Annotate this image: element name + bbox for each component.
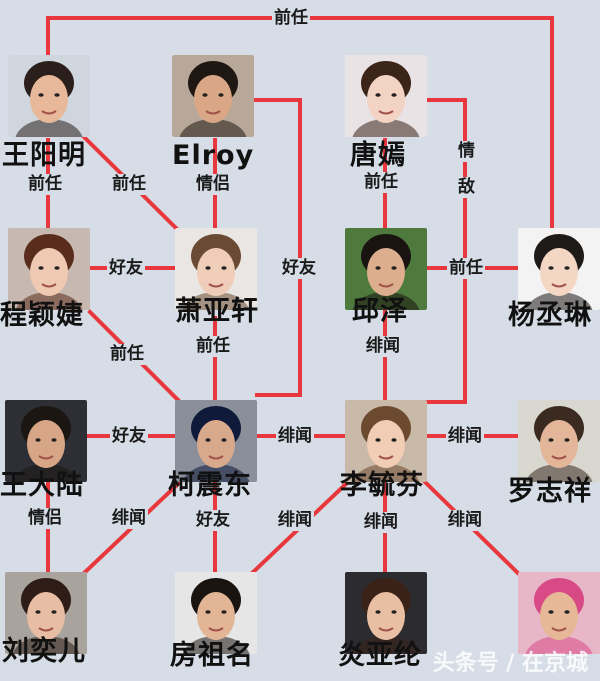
label-top-former: 前任 — [272, 8, 310, 29]
label-wym-xyx-former: 前任 — [110, 174, 148, 195]
line-ty-lyf — [426, 98, 467, 404]
portrait-icon — [175, 572, 257, 654]
photo-yang-chenglin — [518, 228, 600, 310]
photo-person-14 — [518, 572, 600, 654]
photo-liu-yier — [5, 572, 87, 654]
photo-qiu-ze — [345, 228, 427, 310]
portrait-icon — [5, 400, 87, 482]
label-wdl-kzd-friend: 好友 — [110, 426, 148, 447]
portrait-icon — [345, 228, 427, 310]
label-rival-1: 情 — [456, 141, 477, 162]
line-elroy-kzd — [250, 98, 302, 397]
label-kzd-lyf-rumor: 绯闻 — [276, 426, 314, 447]
name-luo-zhixiang: 罗志祥 — [508, 476, 592, 507]
portrait-icon — [345, 55, 427, 137]
name-wang-yangming: 王阳明 — [2, 140, 86, 171]
portrait-icon — [172, 55, 254, 137]
label-qz-lyf-rumor: 绯闻 — [364, 336, 402, 357]
watermark: 头条号 / 在京城 — [432, 651, 588, 676]
portrait-icon — [518, 228, 600, 310]
photo-cheng-yingjie — [8, 228, 90, 310]
name-xiao-yaxuan: 萧亚轩 — [175, 296, 259, 327]
label-lyf-lzx-rumor: 绯闻 — [446, 426, 484, 447]
label-elroy-kzd-friend: 好友 — [280, 258, 318, 279]
photo-xiao-yaxuan — [175, 228, 257, 310]
label-elroy-couple: 情侣 — [194, 174, 232, 195]
portrait-icon — [345, 572, 427, 654]
label-wdl-lye-couple: 情侣 — [26, 508, 64, 529]
photo-yan-yaluen — [345, 572, 427, 654]
portrait-icon — [175, 400, 257, 482]
name-fang-zuming: 房祖名 — [170, 640, 254, 671]
photo-li-yufen — [345, 400, 427, 482]
label-rival-2: 敌 — [456, 177, 477, 198]
name-wang-dalu: 王大陆 — [0, 470, 84, 501]
label-cyj-xyx-friend: 好友 — [107, 258, 145, 279]
photo-wang-dalu — [5, 400, 87, 482]
portrait-icon — [8, 228, 90, 310]
label-wym-former: 前任 — [26, 174, 64, 195]
photo-elroy — [172, 55, 254, 137]
portrait-icon — [175, 228, 257, 310]
label-lyf-fzm-rumor: 绯闻 — [276, 510, 314, 531]
label-tangyan-former: 前任 — [362, 172, 400, 193]
portrait-icon — [5, 572, 87, 654]
portrait-icon — [518, 400, 600, 482]
label-kzd-lye-rumor: 绯闻 — [110, 508, 148, 529]
name-yan-yaluen: 炎亚纶 — [338, 640, 422, 671]
name-ke-zhendong: 柯震东 — [168, 470, 252, 501]
portrait-icon — [8, 55, 90, 137]
photo-tang-yan — [345, 55, 427, 137]
photo-wang-yangming — [8, 55, 90, 137]
name-tang-yan: 唐嫣 — [350, 140, 406, 171]
name-liu-yier: 刘奕儿 — [2, 636, 86, 667]
portrait-icon — [518, 572, 600, 654]
line-lyf-p14 — [422, 479, 528, 583]
name-li-yufen: 李毓芬 — [340, 470, 424, 501]
portrait-icon — [345, 400, 427, 482]
label-lyf-p14-rumor: 绯闻 — [446, 510, 484, 531]
label-kzd-fzm-friend: 好友 — [194, 510, 232, 531]
photo-luo-zhixiang — [518, 400, 600, 482]
label-cyj-kzd-former: 前任 — [108, 344, 146, 365]
photo-fang-zuming — [175, 572, 257, 654]
label-qz-ycl-former: 前任 — [447, 258, 485, 279]
label-xyx-kzd-former: 前任 — [194, 336, 232, 357]
name-yang-chenglin: 杨丞琳 — [508, 300, 592, 331]
label-lyf-yyl-rumor: 绯闻 — [362, 512, 400, 533]
photo-ke-zhendong — [175, 400, 257, 482]
name-elroy: Elroy — [172, 140, 255, 171]
name-cheng-yingjie: 程颖婕 — [0, 300, 84, 331]
name-qiu-ze: 邱泽 — [352, 296, 408, 327]
